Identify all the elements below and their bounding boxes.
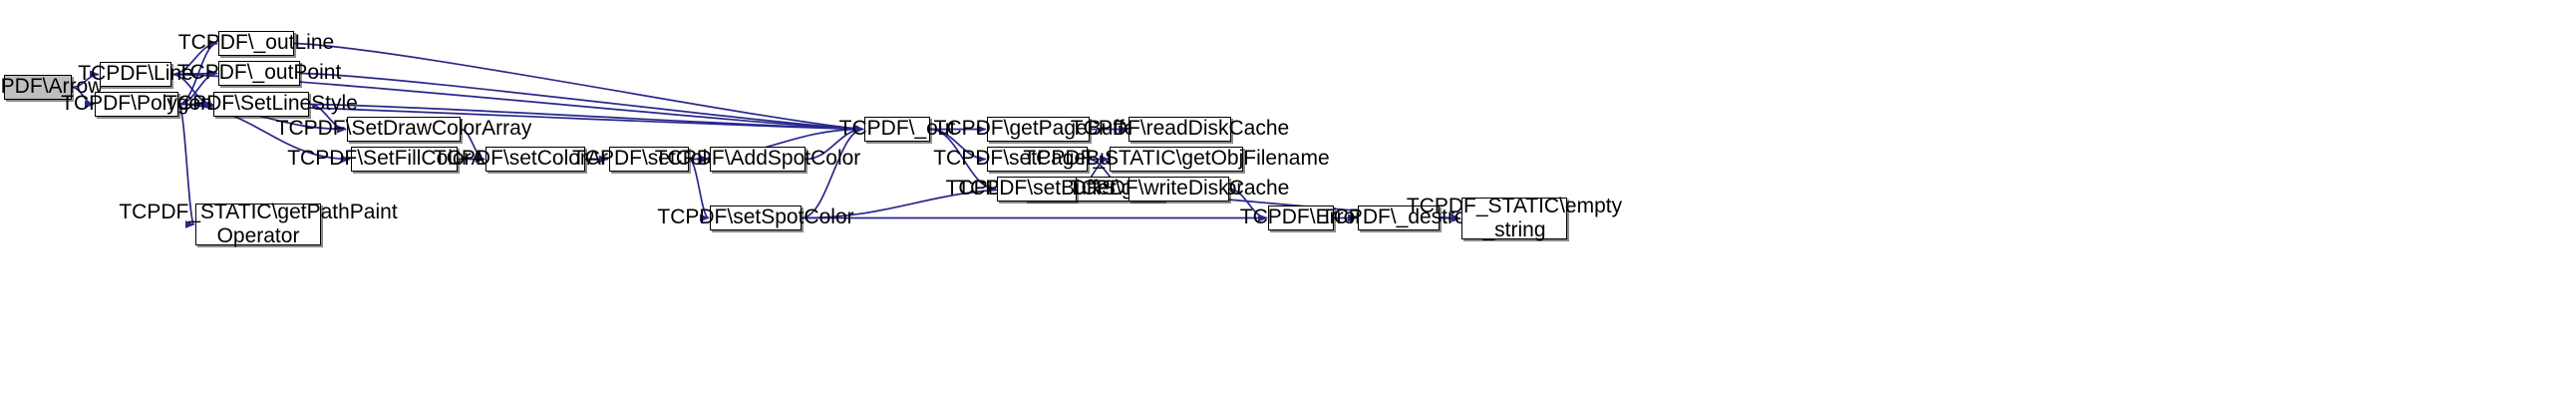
edge-writediskcache-to-error [1228, 188, 1268, 222]
edge-setlinestyle-to-setdrawcolorarray [308, 103, 347, 134]
graph-node-setspotcolor[interactable]: TCPDF\setSpotColor [657, 206, 854, 230]
edge-setspotcolor-to-out [801, 125, 864, 219]
graph-node-error[interactable]: TCPDF\Error [1239, 206, 1363, 230]
edge-outpoint-to-out [299, 72, 864, 133]
graph-node-out[interactable]: TCPDF\_out [838, 117, 956, 142]
edge-outline-to-out [293, 42, 864, 133]
graph-node-setcolor[interactable]: TCPDF\setColor [571, 147, 727, 172]
edge-setcolor-to-setspotcolor [688, 158, 710, 222]
graph-node-setcolorarray[interactable]: TCPDF\setColorArray [433, 147, 638, 172]
edge-arrow-to-polygon [71, 86, 95, 109]
graph-node-getobjfilename[interactable]: TCPDF_STATIC\getObjFilename [1023, 147, 1330, 172]
graph-node-emptystring[interactable]: TCPDF_STATIC\empty _string [1406, 195, 1623, 241]
edge-polygon-to-setfillcolorarray [177, 103, 351, 164]
edge-out-to-setbuffer [929, 128, 997, 194]
graph-node-addspotcolor[interactable]: TCPDF\AddSpotColor [654, 147, 861, 172]
graph-node-outpoint[interactable]: TCPDF\_outPoint [176, 61, 342, 86]
graph-node-setlinestyle[interactable]: TCPDF\SetLineStyle [164, 92, 358, 117]
graph-node-line[interactable]: TCPDF\Line [78, 62, 193, 87]
edge-setlinestyle-to-out [308, 103, 864, 134]
edge-polygon-to-getpathpaintop [177, 103, 195, 228]
edge-destroy-to-emptystring [1439, 213, 1461, 222]
edge-polygon-to-outpoint [177, 69, 218, 106]
graph-node-destroy[interactable]: TCPDF\_destroy [1320, 206, 1477, 230]
graph-node-writediskcache[interactable]: TCPDF\writeDiskCache [1068, 177, 1290, 202]
graph-node-setbuffer[interactable]: TCPDF\setBuffer [957, 177, 1117, 202]
graph-node-polygon[interactable]: TCPDF\Polygon [61, 92, 212, 117]
graph-node-readdiskcache[interactable]: TCPDF\readDiskCache [1070, 117, 1290, 142]
graph-node-outline[interactable]: TCPDF\_outLine [177, 31, 335, 56]
graph-node-setdrawcolorarray[interactable]: TCPDF\SetDrawColorArray [275, 117, 532, 142]
graph-node-getpathpaintop[interactable]: TCPDF_STATIC\getPathPaint Operator [119, 201, 398, 247]
